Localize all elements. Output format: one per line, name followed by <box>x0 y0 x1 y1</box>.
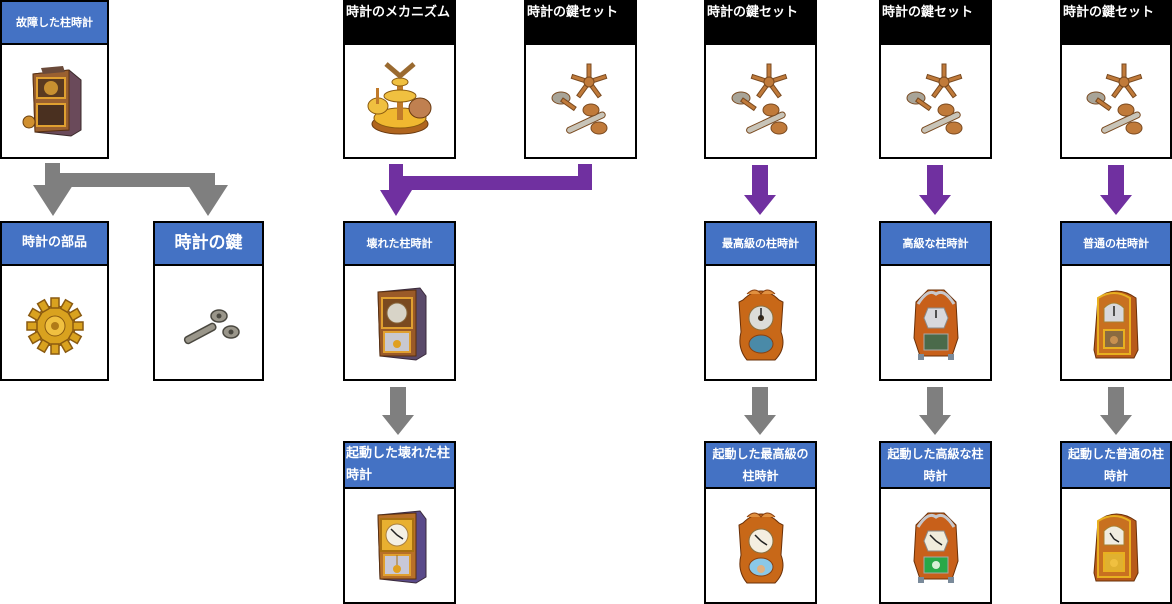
merge-arrow <box>380 164 592 216</box>
node-activated-broken-clock: 起動した壊れた柱時計 <box>343 441 456 604</box>
activated-finest-clock-icon <box>725 505 797 587</box>
node-clock-key: 時計の鍵 <box>153 221 264 381</box>
node-label: 壊れた柱時計 <box>345 223 454 266</box>
node-key-set-4: 時計の鍵セット <box>1060 0 1172 159</box>
node-label: 時計の鍵 <box>155 223 262 266</box>
wind-up-key-icon <box>173 282 245 364</box>
node-activated-finest-clock: 起動した最高級の柱時計 <box>704 441 817 604</box>
node-key-set-3: 時計の鍵セット <box>879 0 992 159</box>
down-arrow <box>382 387 414 435</box>
node-label: 時計の鍵セット <box>706 2 815 45</box>
split-arrow-shape <box>33 163 228 216</box>
broken-pendulum-clock-icon <box>364 282 436 364</box>
node-activated-normal-clock: 起動した普通の柱時計 <box>1060 441 1172 604</box>
down-arrow <box>744 387 776 435</box>
finest-pendulum-clock-icon <box>725 282 797 364</box>
down-arrow-shape <box>382 387 414 435</box>
down-arrow-shape <box>1100 387 1132 435</box>
key-set-icon <box>725 60 797 142</box>
key-set-icon <box>545 60 617 142</box>
node-label: 最高級の柱時計 <box>706 223 815 266</box>
merge-arrow-shape <box>380 164 592 216</box>
down-arrow-shape <box>919 165 951 215</box>
node-key-set-1: 時計の鍵セット <box>524 0 637 159</box>
key-set-icon <box>900 60 972 142</box>
node-clock-mechanism: 時計のメカニズム <box>343 0 456 159</box>
key-set-icon <box>1080 60 1152 142</box>
node-normal-clock: 普通の柱時計 <box>1060 221 1172 381</box>
down-arrow-shape <box>1100 165 1132 215</box>
node-label: 起動した壊れた柱時計 <box>345 443 454 489</box>
node-clock-parts: 時計の部品 <box>0 221 109 381</box>
node-activated-fine-clock: 起動した高級な柱時計 <box>879 441 992 604</box>
activated-fine-clock-icon <box>900 505 972 587</box>
node-label: 時計の鍵セット <box>1062 2 1170 45</box>
fine-pendulum-clock-icon <box>900 282 972 364</box>
node-label: 時計のメカニズム <box>345 2 454 45</box>
down-arrow <box>1100 387 1132 435</box>
node-broken-clock: 壊れた柱時計 <box>343 221 456 381</box>
down-arrow-shape <box>744 165 776 215</box>
node-label: 時計の鍵セット <box>881 2 990 45</box>
down-arrow-shape <box>744 387 776 435</box>
node-label: 起動した最高級の柱時計 <box>706 443 815 489</box>
down-arrow <box>919 387 951 435</box>
node-key-set-2: 時計の鍵セット <box>704 0 817 159</box>
node-label: 時計の鍵セット <box>526 2 635 45</box>
node-broken-clock-source: 故障した柱時計 <box>0 0 109 159</box>
down-arrow-shape <box>919 387 951 435</box>
activated-normal-clock-icon <box>1080 505 1152 587</box>
node-label: 時計の部品 <box>2 223 107 266</box>
node-label: 起動した普通の柱時計 <box>1062 443 1170 489</box>
broken-cabinet-clock-icon <box>19 60 91 142</box>
node-label: 普通の柱時計 <box>1062 223 1170 266</box>
node-fine-clock: 高級な柱時計 <box>879 221 992 381</box>
down-arrow <box>1100 165 1132 215</box>
down-arrow <box>919 165 951 215</box>
node-label: 起動した高級な柱時計 <box>881 443 990 489</box>
down-arrow <box>744 165 776 215</box>
normal-pendulum-clock-icon <box>1080 282 1152 364</box>
gear-icon <box>19 282 91 364</box>
activated-pendulum-clock-icon <box>364 505 436 587</box>
node-label: 故障した柱時計 <box>2 2 107 45</box>
node-finest-clock: 最高級の柱時計 <box>704 221 817 381</box>
clock-mechanism-icon <box>364 60 436 142</box>
split-arrow <box>33 163 228 216</box>
node-label: 高級な柱時計 <box>881 223 990 266</box>
